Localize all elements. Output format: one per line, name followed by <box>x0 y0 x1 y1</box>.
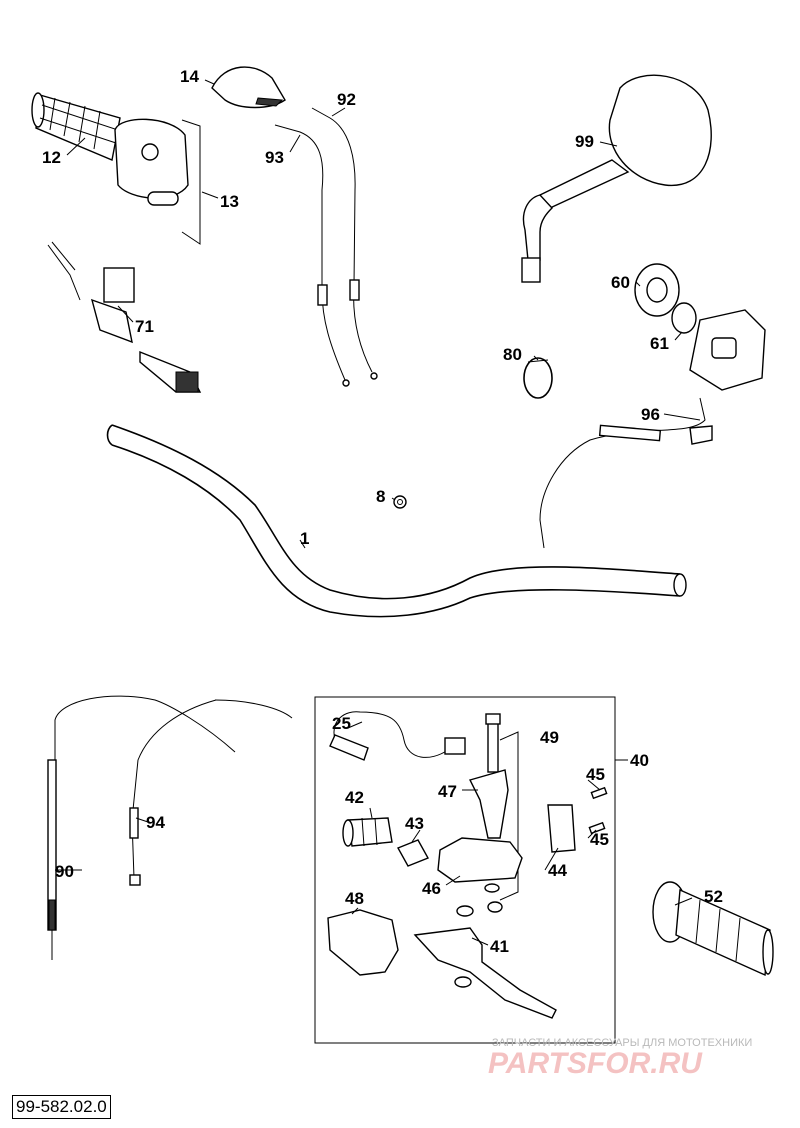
throttle-grip-part <box>31 92 201 245</box>
label-part-80: 80 <box>503 345 522 364</box>
watermark-tagline: ЗАПЧАСТИ И АКСЕССУАРЫ ДЛЯ МОТОТЕХНИКИ <box>492 1037 752 1049</box>
label-part-45-upper: 45 <box>586 765 605 784</box>
clutch-lever-part <box>413 905 557 1019</box>
throttle-cables-part <box>274 107 378 387</box>
label-part-43: 43 <box>405 814 424 833</box>
sensor-cable-part <box>329 711 466 761</box>
watermark-brand: PARTSFOR.RU <box>488 1047 703 1080</box>
left-grip-part <box>652 881 774 977</box>
watermark: ЗАПЧАСТИ И АКСЕССУАРЫ ДЛЯ МОТОТЕХНИКИ PA… <box>488 1037 752 1080</box>
label-part-42: 42 <box>345 788 364 807</box>
adjuster-part <box>342 817 429 867</box>
label-part-49: 49 <box>540 728 559 747</box>
label-part-48: 48 <box>345 889 364 908</box>
switch-part <box>47 241 202 393</box>
nut-part <box>393 495 407 509</box>
label-part-61: 61 <box>650 334 669 353</box>
lower-cables-part <box>47 695 293 960</box>
lever-guard-part <box>327 909 399 976</box>
leader-lines <box>55 79 701 946</box>
clamp-part <box>523 357 553 399</box>
lever-kit-frame <box>314 696 628 1044</box>
cover-part <box>211 66 286 109</box>
label-part-1: 1 <box>300 529 309 548</box>
label-part-44: 44 <box>548 861 567 880</box>
label-part-41: 41 <box>490 937 509 956</box>
label-part-93: 93 <box>265 148 284 167</box>
label-part-52: 52 <box>704 887 723 906</box>
part-labels: 1 8 12 13 14 25 40 41 42 43 44 45 45 46 … <box>42 67 723 956</box>
mirror-part <box>521 74 712 283</box>
label-part-90: 90 <box>55 862 74 881</box>
handlebar-part <box>106 424 687 618</box>
label-part-14: 14 <box>180 67 199 86</box>
label-part-25: 25 <box>332 714 351 733</box>
reference-code: 99-582.02.0 <box>12 1095 111 1119</box>
label-part-12: 12 <box>42 148 61 167</box>
label-part-60: 60 <box>611 273 630 292</box>
label-part-45-lower: 45 <box>590 830 609 849</box>
label-part-92: 92 <box>337 90 356 109</box>
label-part-47: 47 <box>438 782 457 801</box>
switch-housing-part <box>634 263 766 391</box>
label-part-96: 96 <box>641 405 660 424</box>
label-part-40: 40 <box>630 751 649 770</box>
label-part-99: 99 <box>575 132 594 151</box>
clutch-cable-part <box>539 397 713 549</box>
lever-bracket-part <box>437 769 608 913</box>
label-part-94: 94 <box>146 813 165 832</box>
label-part-13: 13 <box>220 192 239 211</box>
label-part-71: 71 <box>135 317 154 336</box>
label-part-8: 8 <box>376 487 385 506</box>
label-part-46: 46 <box>422 879 441 898</box>
bolt-part <box>485 713 519 901</box>
